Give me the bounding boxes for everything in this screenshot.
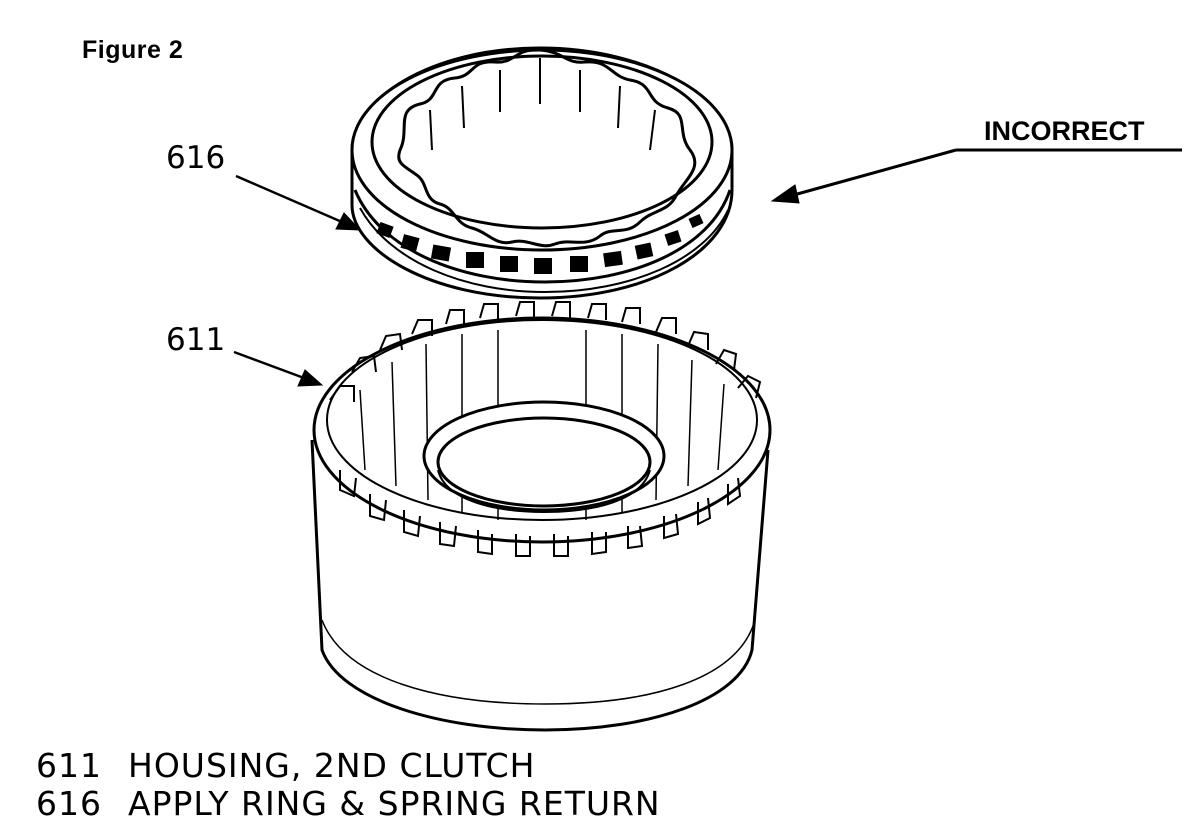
legend-item-611: 611 HOUSING, 2ND CLUTCH xyxy=(36,746,535,785)
callout-label-616: 616 xyxy=(166,140,226,176)
apply-ring-part xyxy=(350,46,734,300)
clutch-housing-part xyxy=(310,301,772,732)
leader-arrow-611 xyxy=(233,350,324,387)
legend-description: HOUSING, 2ND CLUTCH xyxy=(128,746,536,785)
incorrect-label: INCORRECT xyxy=(984,116,1145,146)
legend-number: 611 xyxy=(36,746,102,785)
figure-title: Figure 2 xyxy=(82,36,184,64)
legend-number: 616 xyxy=(36,784,102,823)
callout-label-611: 611 xyxy=(166,322,226,358)
incorrect-pointer-arrow xyxy=(770,148,1182,204)
legend-description: APPLY RING & SPRING RETURN xyxy=(128,784,661,823)
legend-item-616: 616 APPLY RING & SPRING RETURN xyxy=(36,784,661,823)
leader-arrow-616 xyxy=(235,174,362,231)
